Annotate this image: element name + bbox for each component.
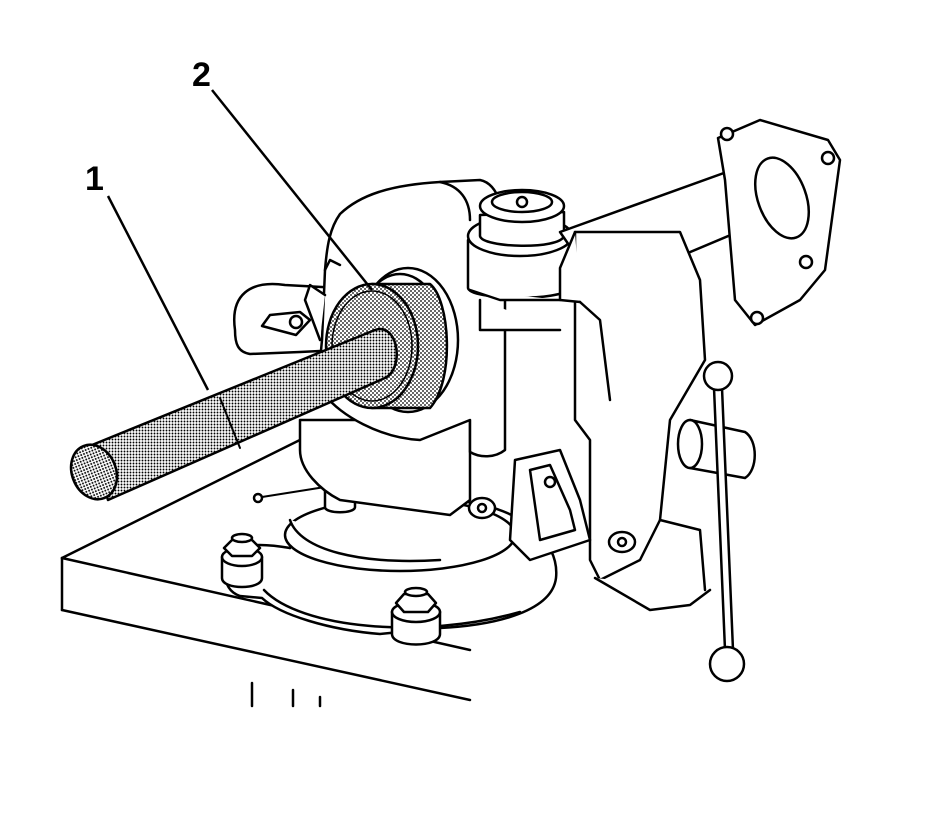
callout-1-leader bbox=[106, 195, 210, 391]
vise-bracket bbox=[508, 448, 592, 562]
base-bolt-front bbox=[390, 586, 442, 646]
callout-1-label: 1 bbox=[85, 160, 104, 198]
installer-tool-handle bbox=[69, 327, 398, 502]
callout-2-label: 2 bbox=[192, 56, 211, 94]
axle-flange-plate bbox=[716, 118, 842, 327]
base-bolt-left bbox=[220, 532, 264, 589]
vise-handle-bar bbox=[702, 360, 746, 683]
nut-right bbox=[607, 530, 637, 554]
casting-top-nut bbox=[466, 188, 574, 299]
vise-front-jaw bbox=[468, 230, 712, 612]
vise-swivel-base bbox=[222, 497, 558, 636]
callout-2-leader bbox=[211, 89, 373, 291]
nut-center bbox=[467, 496, 497, 520]
